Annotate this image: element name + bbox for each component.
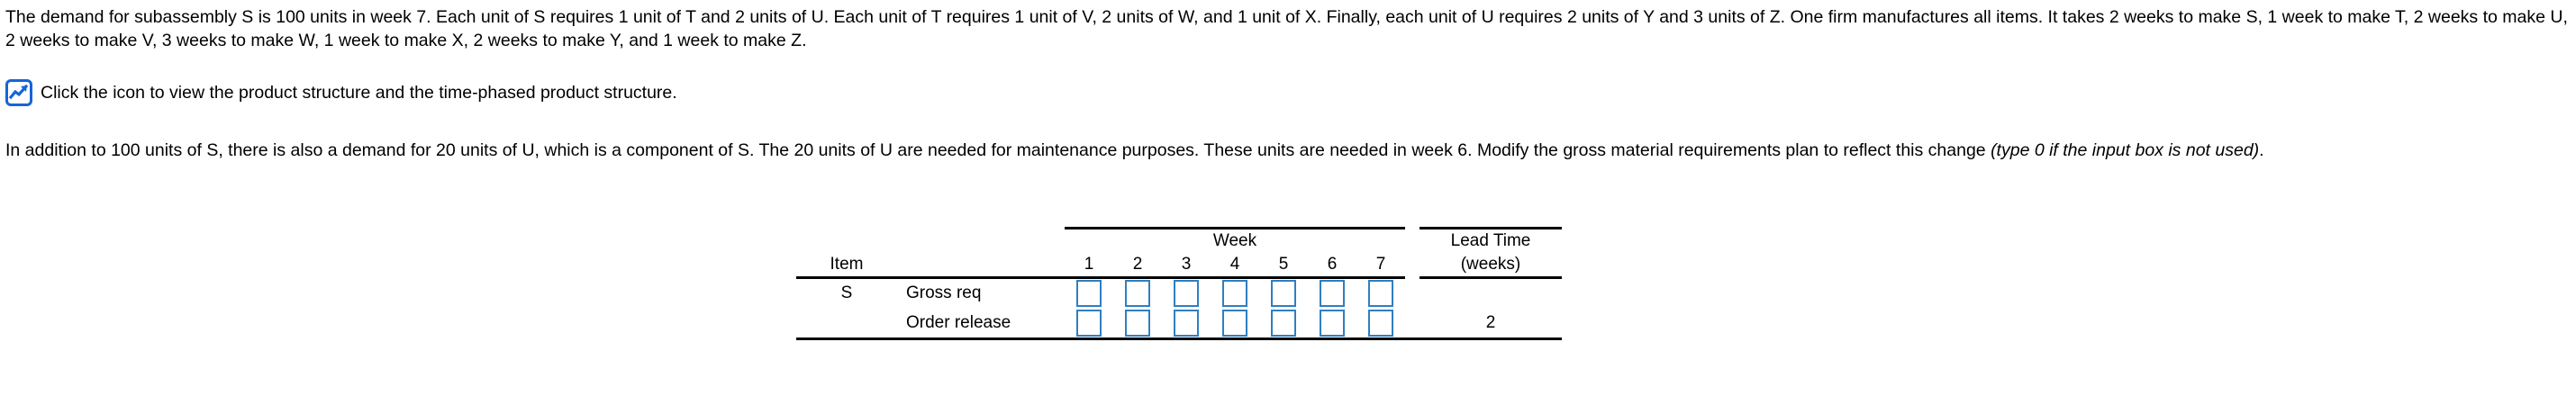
gross-req-input-week-4[interactable] (1222, 280, 1247, 308)
order-release-input-week-6[interactable] (1320, 309, 1345, 337)
spacer-gap-col-4 (1405, 308, 1420, 340)
table-row: Order release 2 (796, 308, 1562, 340)
spacer-desc-col (897, 229, 1065, 254)
order-release-input-week-4[interactable] (1222, 309, 1247, 337)
gross-req-cell-week-7[interactable] (1356, 278, 1405, 309)
gross-req-input-week-6[interactable] (1320, 280, 1345, 308)
order-release-lead-time-value: 2 (1420, 308, 1562, 340)
order-release-input-week-7[interactable] (1368, 309, 1393, 337)
spacer-gap-col (1405, 229, 1420, 254)
order-release-input-week-1[interactable] (1076, 309, 1102, 337)
row-item-blank (796, 308, 897, 340)
product-structure-link-row[interactable]: Click the icon to view the product struc… (5, 79, 677, 106)
gross-req-input-week-2[interactable] (1125, 280, 1150, 308)
chart-icon[interactable] (5, 79, 32, 106)
description-header (897, 253, 1065, 279)
order-release-input-week-5[interactable] (1271, 309, 1296, 337)
spacer-gap-col-2 (1405, 253, 1420, 278)
table-group-header-row: Week Lead Time (796, 227, 1562, 254)
order-release-input-week-2[interactable] (1125, 309, 1150, 337)
input-box-hint: (type 0 if the input box is not used) (1991, 140, 2260, 160)
row-label-order-release: Order release (897, 308, 1065, 340)
order-release-cell-week-4[interactable] (1211, 308, 1259, 340)
week-header-2: 2 (1113, 253, 1162, 279)
order-release-input-week-3[interactable] (1174, 309, 1199, 337)
gross-req-cell-week-5[interactable] (1259, 278, 1308, 309)
order-release-cell-week-7[interactable] (1356, 308, 1405, 340)
problem-statement-paragraph: The demand for subassembly S is 100 unit… (5, 7, 2568, 50)
gross-req-input-week-1[interactable] (1076, 280, 1102, 308)
lead-time-header-line1: Lead Time (1420, 227, 1562, 253)
order-release-cell-week-3[interactable] (1162, 308, 1211, 340)
item-header: Item (796, 253, 897, 279)
spacer-item-col (796, 229, 897, 254)
sentence-period: . (2259, 140, 2264, 160)
week-header-4: 4 (1211, 253, 1259, 279)
week-header-7: 7 (1356, 253, 1405, 279)
week-header-3: 3 (1162, 253, 1211, 279)
spacer-gap-col-3 (1405, 278, 1420, 309)
gross-req-lead-time-value (1420, 278, 1562, 309)
product-structure-link-label: Click the icon to view the product struc… (41, 83, 677, 103)
modification-instructions-text: In addition to 100 units of S, there is … (5, 140, 1991, 160)
order-release-cell-week-6[interactable] (1308, 308, 1356, 340)
gross-req-cell-week-3[interactable] (1162, 278, 1211, 309)
table-row: S Gross req (796, 278, 1562, 309)
gross-req-cell-week-2[interactable] (1113, 278, 1162, 309)
order-release-cell-week-5[interactable] (1259, 308, 1308, 340)
gross-material-requirements-table: Week Lead Time Item 1 2 3 4 5 6 7 (weeks… (796, 227, 1562, 340)
order-release-cell-week-2[interactable] (1113, 308, 1162, 340)
order-release-cell-week-1[interactable] (1065, 308, 1113, 340)
table-header-row: Item 1 2 3 4 5 6 7 (weeks) (796, 253, 1562, 279)
week-group-header: Week (1065, 227, 1405, 253)
lead-time-header-line2: (weeks) (1420, 253, 1562, 279)
modification-instructions: In addition to 100 units of S, there is … (5, 139, 2571, 162)
gross-req-cell-week-1[interactable] (1065, 278, 1113, 309)
row-item-s: S (840, 284, 853, 303)
row-label-gross-req: Gross req (906, 284, 982, 303)
week-header-1: 1 (1065, 253, 1113, 279)
gross-req-cell-week-4[interactable] (1211, 278, 1259, 309)
week-header-5: 5 (1259, 253, 1308, 279)
gross-req-input-week-5[interactable] (1271, 280, 1296, 308)
week-header-6: 6 (1308, 253, 1356, 279)
gross-req-input-week-3[interactable] (1174, 280, 1199, 308)
gross-req-cell-week-6[interactable] (1308, 278, 1356, 309)
gross-req-input-week-7[interactable] (1368, 280, 1393, 308)
